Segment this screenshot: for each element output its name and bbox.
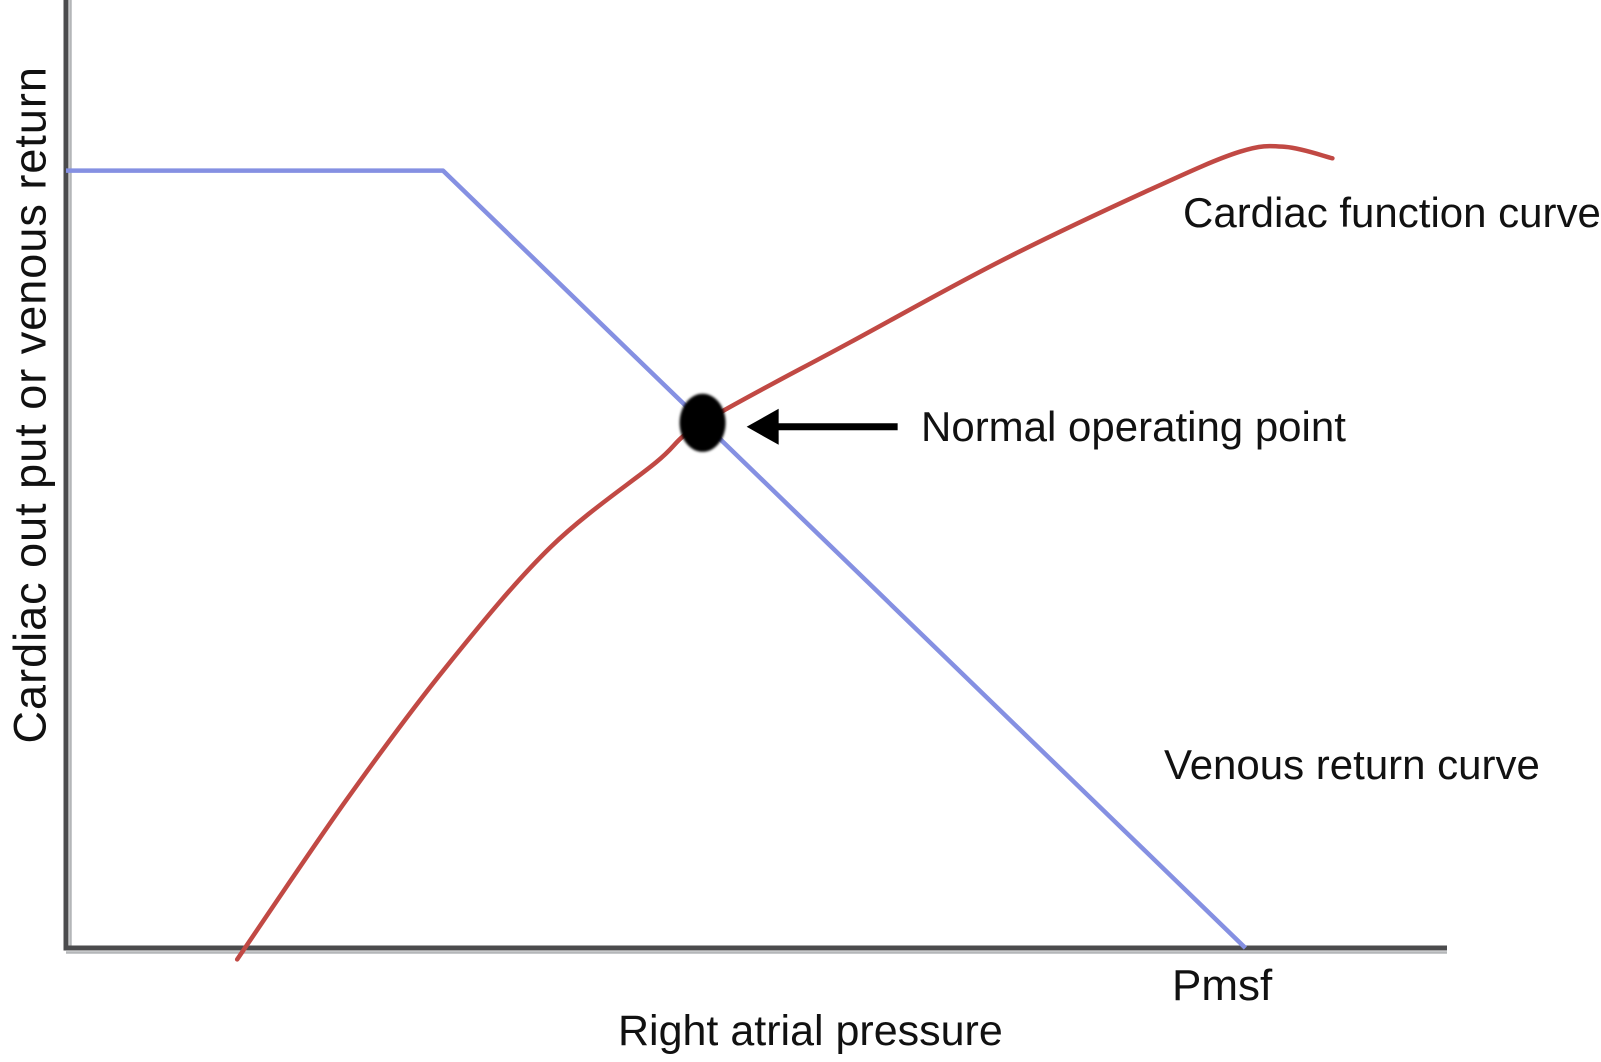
venous-return-curve (66, 168, 1247, 950)
annotation-arrow-head (746, 408, 779, 445)
operating-point-marker (679, 393, 726, 452)
cardiac-function-curve (234, 143, 1335, 962)
normal-operating-point-label: Normal operating point (921, 403, 1346, 450)
venous-return-curve-label: Venous return curve (1164, 741, 1540, 788)
y-axis-label: Cardiac out put or venous return (4, 66, 56, 744)
x-axis-label: Right atrial pressure (618, 1007, 1003, 1055)
pmsf-label: Pmsf (1172, 961, 1273, 1010)
cardiac-function-curve-label: Cardiac function curve (1183, 189, 1601, 236)
